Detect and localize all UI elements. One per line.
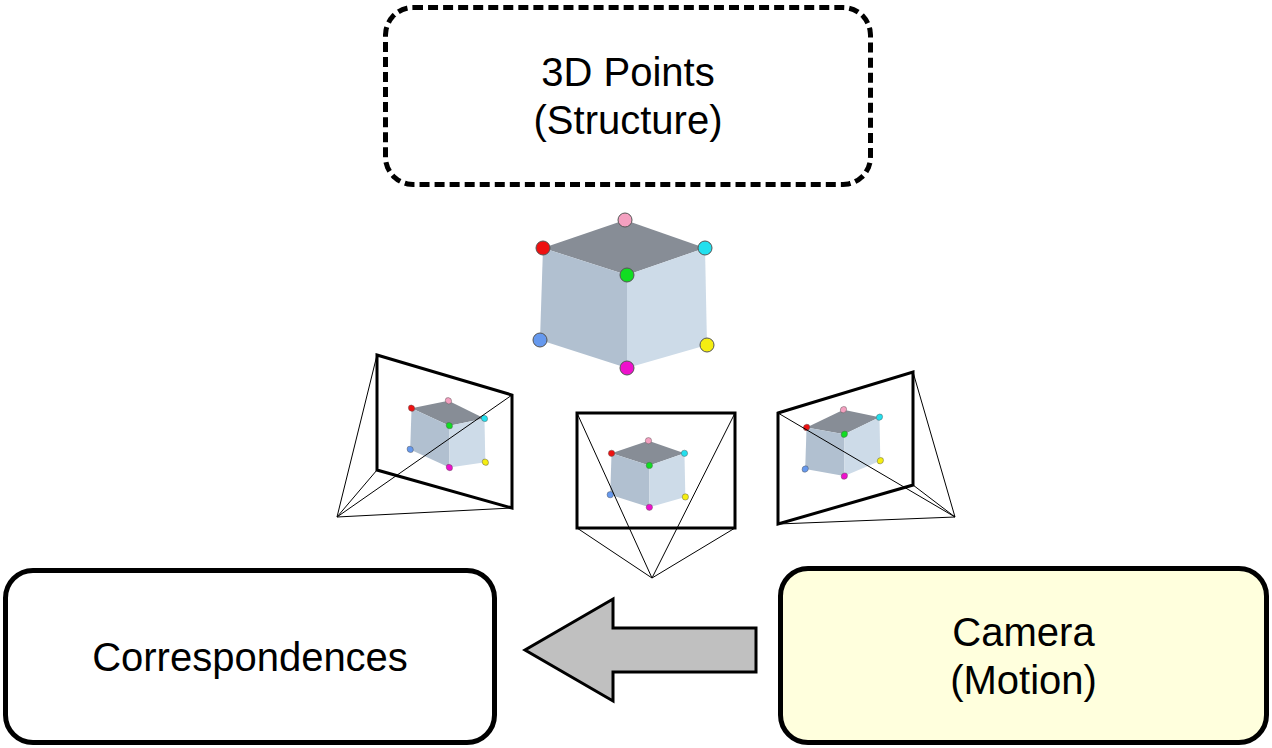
node-label: Correspondences — [92, 633, 408, 681]
node-label: Camera (Motion) — [914, 608, 1134, 704]
camera-middle — [577, 413, 735, 578]
cube — [533, 213, 714, 375]
node-label: 3D Points (Structure) — [508, 48, 748, 144]
cube-view — [407, 392, 488, 476]
block-arrow — [525, 599, 756, 701]
image-plane — [577, 413, 735, 528]
camera-left — [337, 355, 512, 517]
frustum-lines — [577, 413, 735, 578]
frustum-lines — [337, 355, 512, 517]
cube-view — [802, 401, 883, 485]
correspondences-box: Correspondences — [3, 568, 497, 745]
image-plane — [377, 355, 512, 508]
motion-box: Camera (Motion) — [778, 566, 1269, 745]
image-plane — [778, 372, 913, 524]
structure-box: 3D Points (Structure) — [383, 5, 873, 187]
camera-right — [778, 372, 955, 524]
frustum-lines — [778, 372, 955, 524]
cube-view — [607, 438, 688, 511]
